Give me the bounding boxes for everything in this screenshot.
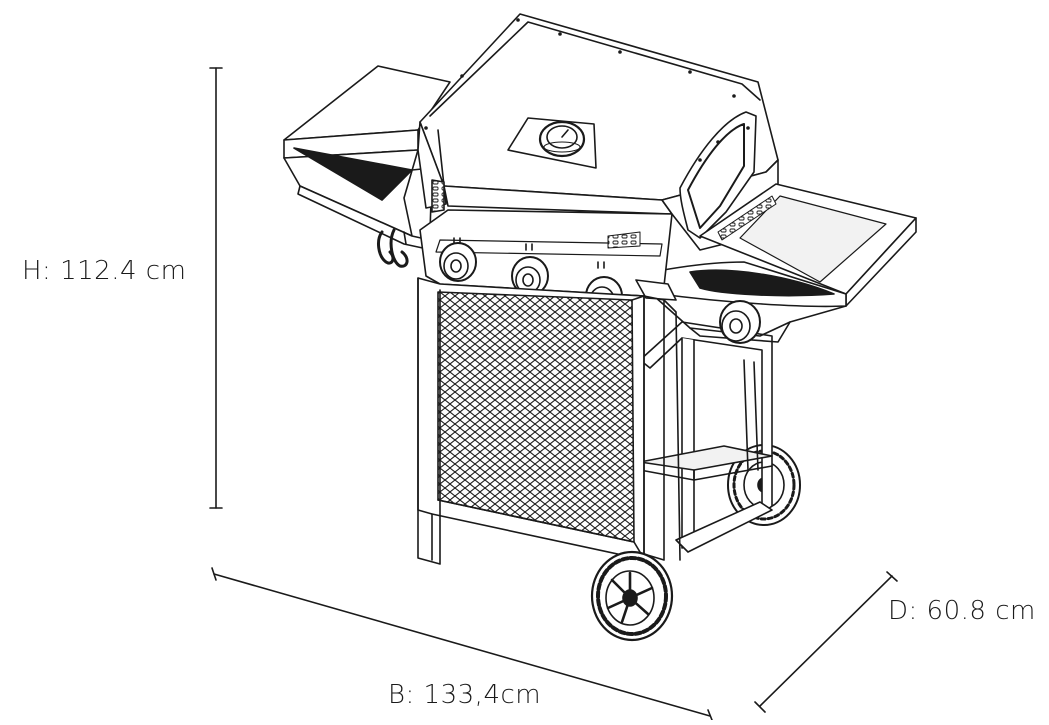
cabinet-mesh-panel bbox=[417, 277, 681, 565]
depth-dimension-line bbox=[754, 571, 898, 713]
grill-lid bbox=[417, 13, 779, 251]
thermometer bbox=[507, 117, 597, 169]
side-burner-knob bbox=[719, 300, 761, 344]
front-wheel bbox=[590, 550, 674, 642]
height-label: H: 112.4 cm bbox=[22, 256, 187, 286]
tool-hooks bbox=[377, 228, 409, 268]
width-label: B: 133,4cm bbox=[388, 680, 542, 710]
cart-frame bbox=[639, 321, 773, 553]
control-panel bbox=[419, 209, 677, 301]
lid-rivets bbox=[424, 18, 750, 162]
height-dimension-line bbox=[209, 67, 223, 509]
width-dimension-line bbox=[211, 567, 713, 721]
depth-label: D: 60.8 cm bbox=[888, 596, 1036, 626]
left-side-shelf bbox=[283, 65, 451, 251]
right-side-shelf bbox=[635, 183, 917, 343]
burner-knob-1 bbox=[439, 237, 477, 282]
burner-knob-2 bbox=[511, 243, 549, 296]
